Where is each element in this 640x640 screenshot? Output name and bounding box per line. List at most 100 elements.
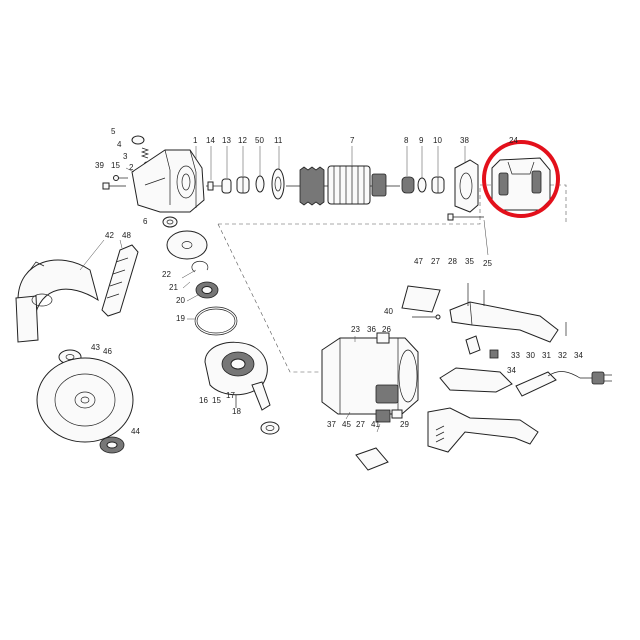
callout-39: 39	[95, 161, 104, 170]
callout-5: 5	[111, 127, 116, 136]
callout-36: 36	[367, 325, 376, 334]
callout-17: 17	[226, 391, 235, 400]
callout-35: 35	[465, 257, 474, 266]
part-31-cable-guard	[515, 371, 557, 397]
callout-33: 33	[511, 351, 520, 360]
callout-24: 24	[509, 136, 518, 145]
callout-19: 19	[176, 314, 185, 323]
callout-labels: 5 4 3 2 15 39 6 1 14 13 12 50 11 7 8 9 1…	[91, 127, 583, 436]
callout-38: 38	[460, 136, 469, 145]
part-20-bearing	[195, 281, 219, 299]
part-41-terminal	[375, 409, 391, 423]
callout-15: 15	[111, 161, 120, 170]
part-34-nut	[489, 349, 499, 359]
callout-1: 1	[193, 136, 198, 145]
callout-48: 48	[122, 231, 131, 240]
part-30-handle-insert	[439, 367, 513, 393]
part-8-bearing	[401, 176, 415, 194]
callout-27b: 27	[356, 420, 365, 429]
part-22-circlip	[191, 260, 209, 273]
callout-4: 4	[117, 140, 122, 149]
callout-34b: 34	[574, 351, 583, 360]
part-24-brush-holder	[491, 157, 551, 211]
callout-43: 43	[91, 343, 100, 352]
part-17-spindle-lock	[251, 381, 271, 411]
callout-26: 26	[382, 325, 391, 334]
callout-25: 25	[483, 259, 492, 268]
callout-45: 45	[342, 420, 351, 429]
part-7-armature	[286, 165, 400, 206]
part-46-grinding-disc	[36, 357, 134, 443]
part-10-bearing	[431, 176, 445, 194]
part-9-ring	[417, 177, 427, 193]
part-29-cable-clamp	[391, 409, 403, 419]
part-33-trigger	[465, 335, 481, 355]
part-32-power-cable	[547, 371, 612, 385]
callout-6: 6	[143, 217, 148, 226]
part-36-switch-block	[375, 384, 399, 404]
part-27-label-plate	[355, 447, 389, 471]
part-50-ring	[255, 175, 265, 193]
callout-50: 50	[255, 136, 264, 145]
part-38-fan-cover	[454, 159, 479, 213]
part-11-baffle	[271, 168, 285, 200]
callout-15b: 15	[212, 396, 221, 405]
callout-22: 22	[162, 270, 171, 279]
part-15-screw-top	[113, 175, 128, 181]
callout-30: 30	[526, 351, 535, 360]
part-13-bearing	[221, 178, 232, 194]
callout-10: 10	[433, 136, 442, 145]
part-42-wheel-guard	[15, 259, 99, 343]
callout-14: 14	[206, 136, 215, 145]
part-40-screw	[412, 314, 441, 320]
part-14-shaft	[206, 181, 222, 191]
callout-2: 2	[129, 163, 134, 172]
part-48-side-handle	[101, 244, 139, 317]
part-18-washer	[260, 421, 280, 435]
callout-44: 44	[131, 427, 140, 436]
part-47-switch-plate	[401, 285, 441, 313]
part-16-gear-cover	[204, 341, 268, 396]
part-19-o-ring	[194, 306, 238, 336]
callout-41: 41	[371, 420, 380, 429]
callout-34: 34	[507, 366, 516, 375]
callout-21: 21	[169, 283, 178, 292]
part-5-cap	[131, 135, 145, 145]
callout-46: 46	[103, 347, 112, 356]
callout-7: 7	[350, 136, 355, 145]
part-44-outer-nut	[99, 436, 125, 454]
callout-27: 27	[431, 257, 440, 266]
part-23-motor-housing	[321, 337, 419, 415]
part-39-screw	[102, 182, 126, 190]
part-28-rear-handle-top	[449, 301, 559, 343]
callout-3: 3	[123, 152, 128, 161]
callout-32: 32	[558, 351, 567, 360]
part-handle-lower-shell	[427, 407, 539, 453]
callout-40: 40	[384, 307, 393, 316]
assembly-path-line	[217, 184, 567, 373]
part-12-bearing	[236, 176, 250, 194]
part-6-bearing	[162, 216, 178, 228]
callout-20: 20	[176, 296, 185, 305]
leader-lines	[79, 146, 489, 433]
callout-12: 12	[238, 136, 247, 145]
callout-37: 37	[327, 420, 336, 429]
callout-23: 23	[351, 325, 360, 334]
callout-8: 8	[404, 136, 409, 145]
callout-16: 16	[199, 396, 208, 405]
part-2-gear-housing	[131, 149, 205, 213]
part-25-screw	[447, 213, 484, 221]
callout-47: 47	[414, 257, 423, 266]
callout-42: 42	[105, 231, 114, 240]
part-4-spring	[140, 147, 150, 159]
highlight-circle	[482, 140, 560, 218]
callout-18: 18	[232, 407, 241, 416]
callout-31: 31	[542, 351, 551, 360]
part-26-clip	[376, 332, 390, 344]
part-21-spindle-flange	[166, 230, 208, 260]
callout-13: 13	[222, 136, 231, 145]
callout-9: 9	[419, 136, 424, 145]
callout-29: 29	[400, 420, 409, 429]
callout-28: 28	[448, 257, 457, 266]
